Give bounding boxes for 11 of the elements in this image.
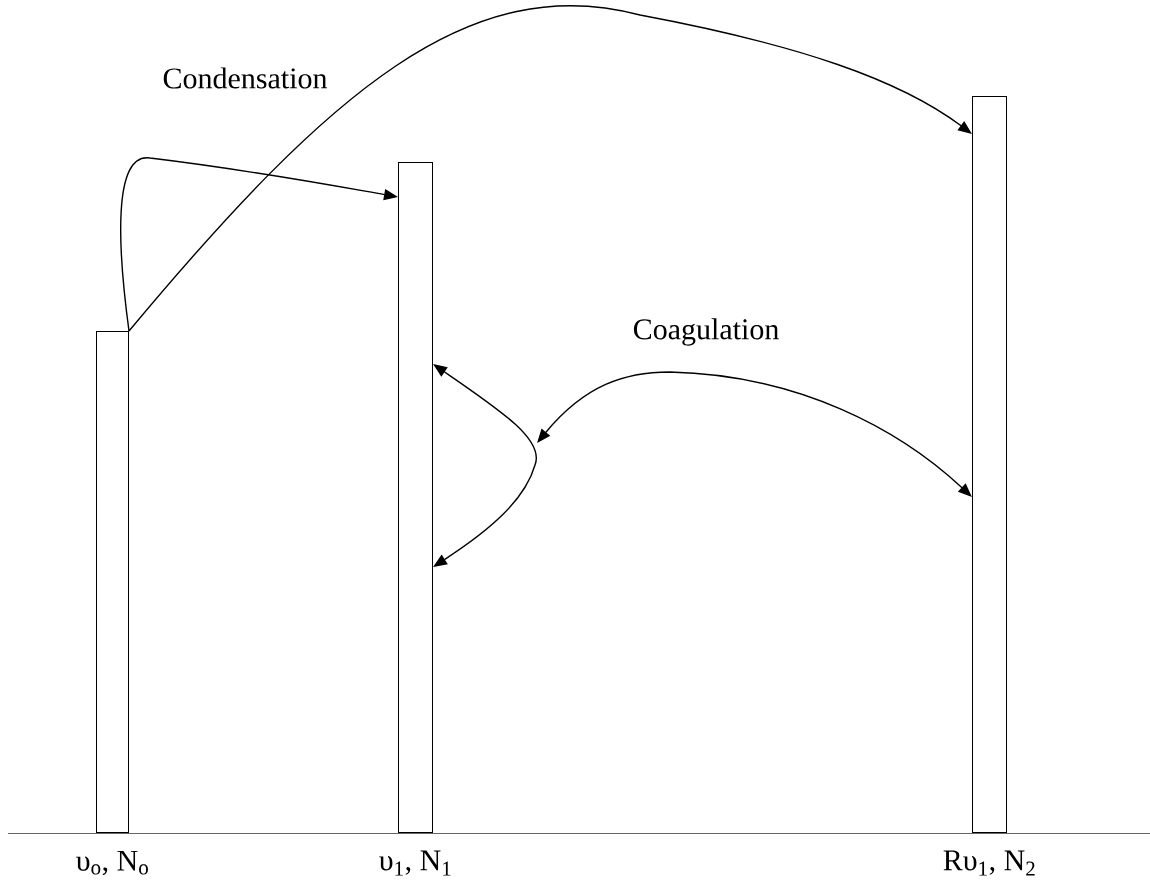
process-label: Coagulation [633,318,779,346]
bar-label: υ$_{1}$, N$_{1}$ [379,850,451,876]
bar [972,96,1007,833]
bar-label: υ$_{o}$, N$_{o}$ [76,850,148,876]
bar [398,162,433,833]
bar-label: Rυ$_{1}$, N$_{2}$ [943,850,1035,876]
arrow [433,364,538,567]
bar [96,331,129,833]
arrow [537,371,972,497]
process-label: Condensation [163,67,328,89]
arrow [128,5,972,332]
